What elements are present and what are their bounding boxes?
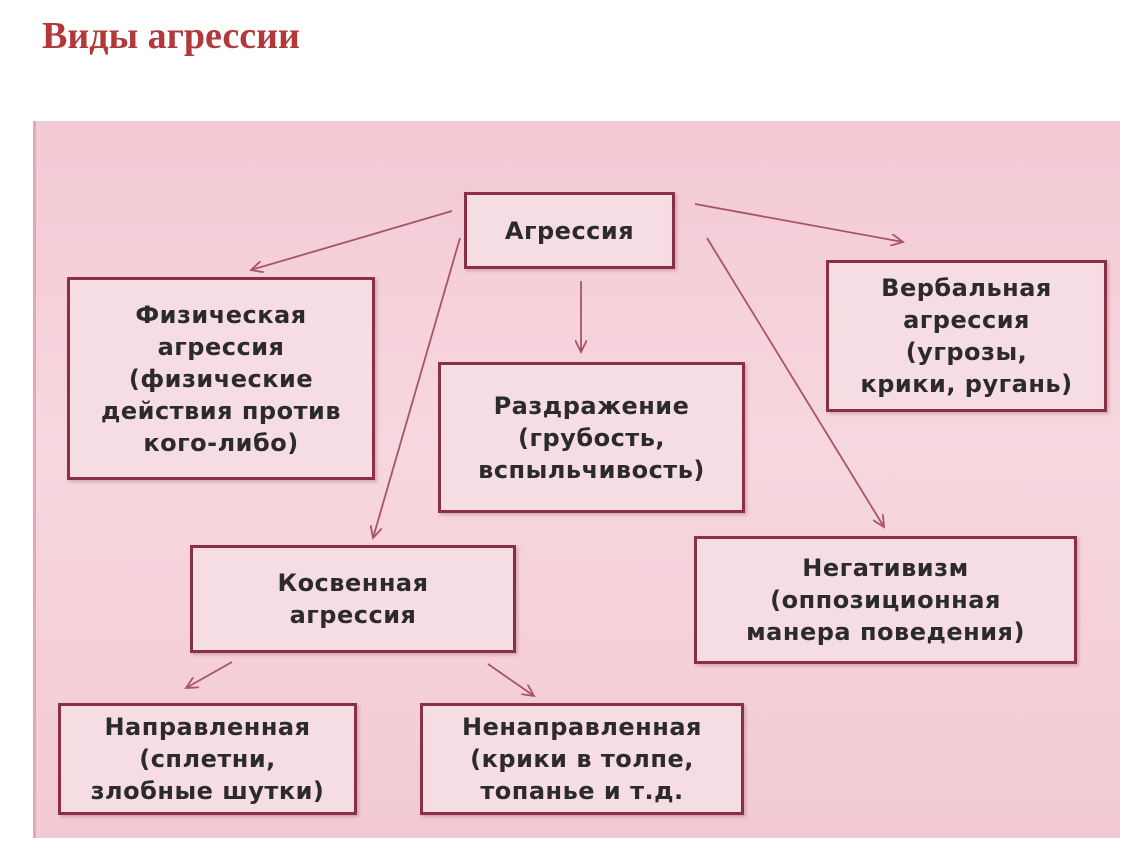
arrow-indirect-to-undirected	[487, 663, 534, 696]
node-indirect-line: агрессия	[289, 601, 417, 629]
node-undirected-line: топанье и т.д.	[480, 777, 684, 805]
node-verbal-line: (угрозы,	[905, 338, 1028, 366]
node-verbal-line: Вербальная	[881, 274, 1052, 302]
page-title: Виды агрессии	[42, 15, 300, 57]
node-physical-line: Физическая	[135, 300, 307, 329]
arrow-root-to-verbal	[694, 203, 903, 242]
arrow-indirect-to-directed	[186, 661, 233, 688]
node-verbal-aggression: Вербальная агрессия (угрозы, крики, руга…	[826, 260, 1107, 412]
arrow-root-to-negativism	[706, 237, 884, 527]
node-undirected-line: (крики в толпе,	[470, 745, 694, 773]
node-physical-line: агрессия	[157, 332, 285, 361]
node-indirect-aggression: Косвенная агрессия	[190, 545, 516, 653]
node-indirect-line: Косвенная	[277, 569, 429, 597]
node-directed-line: злобные шутки)	[90, 777, 325, 805]
node-irritation-line: вспыльчивость)	[478, 455, 705, 484]
node-aggression-line: Агрессия	[504, 216, 635, 245]
node-negativism-line: (оппозиционная	[770, 586, 1001, 614]
node-aggression: Агрессия	[464, 192, 675, 269]
node-undirected-line: Ненаправленная	[462, 713, 702, 741]
node-irritation: Раздражение (грубость, вспыльчивость)	[438, 362, 745, 513]
node-verbal-line: крики, ругань)	[860, 370, 1073, 398]
node-physical-line: (физические	[128, 364, 314, 393]
node-physical-line: кого-либо)	[143, 428, 299, 457]
node-directed: Направленная (сплетни, злобные шутки)	[58, 703, 357, 815]
node-irritation-line: (грубость,	[517, 423, 665, 452]
node-physical-line: действия против	[100, 396, 342, 425]
node-physical-aggression: Физическая агрессия (физические действия…	[67, 277, 375, 480]
node-directed-line: (сплетни,	[139, 745, 276, 773]
node-negativism-line: манера поведения)	[746, 618, 1025, 646]
node-verbal-line: агрессия	[903, 306, 1030, 334]
arrow-root-to-physical	[251, 210, 453, 270]
node-irritation-line: Раздражение	[493, 391, 690, 420]
node-undirected: Ненаправленная (крики в толпе, топанье и…	[420, 703, 744, 815]
node-directed-line: Направленная	[104, 713, 311, 741]
arrow-root-to-indirect	[373, 237, 461, 538]
node-negativism-line: Негативизм	[802, 554, 969, 582]
node-negativism: Негативизм (оппозиционная манера поведен…	[694, 536, 1077, 664]
